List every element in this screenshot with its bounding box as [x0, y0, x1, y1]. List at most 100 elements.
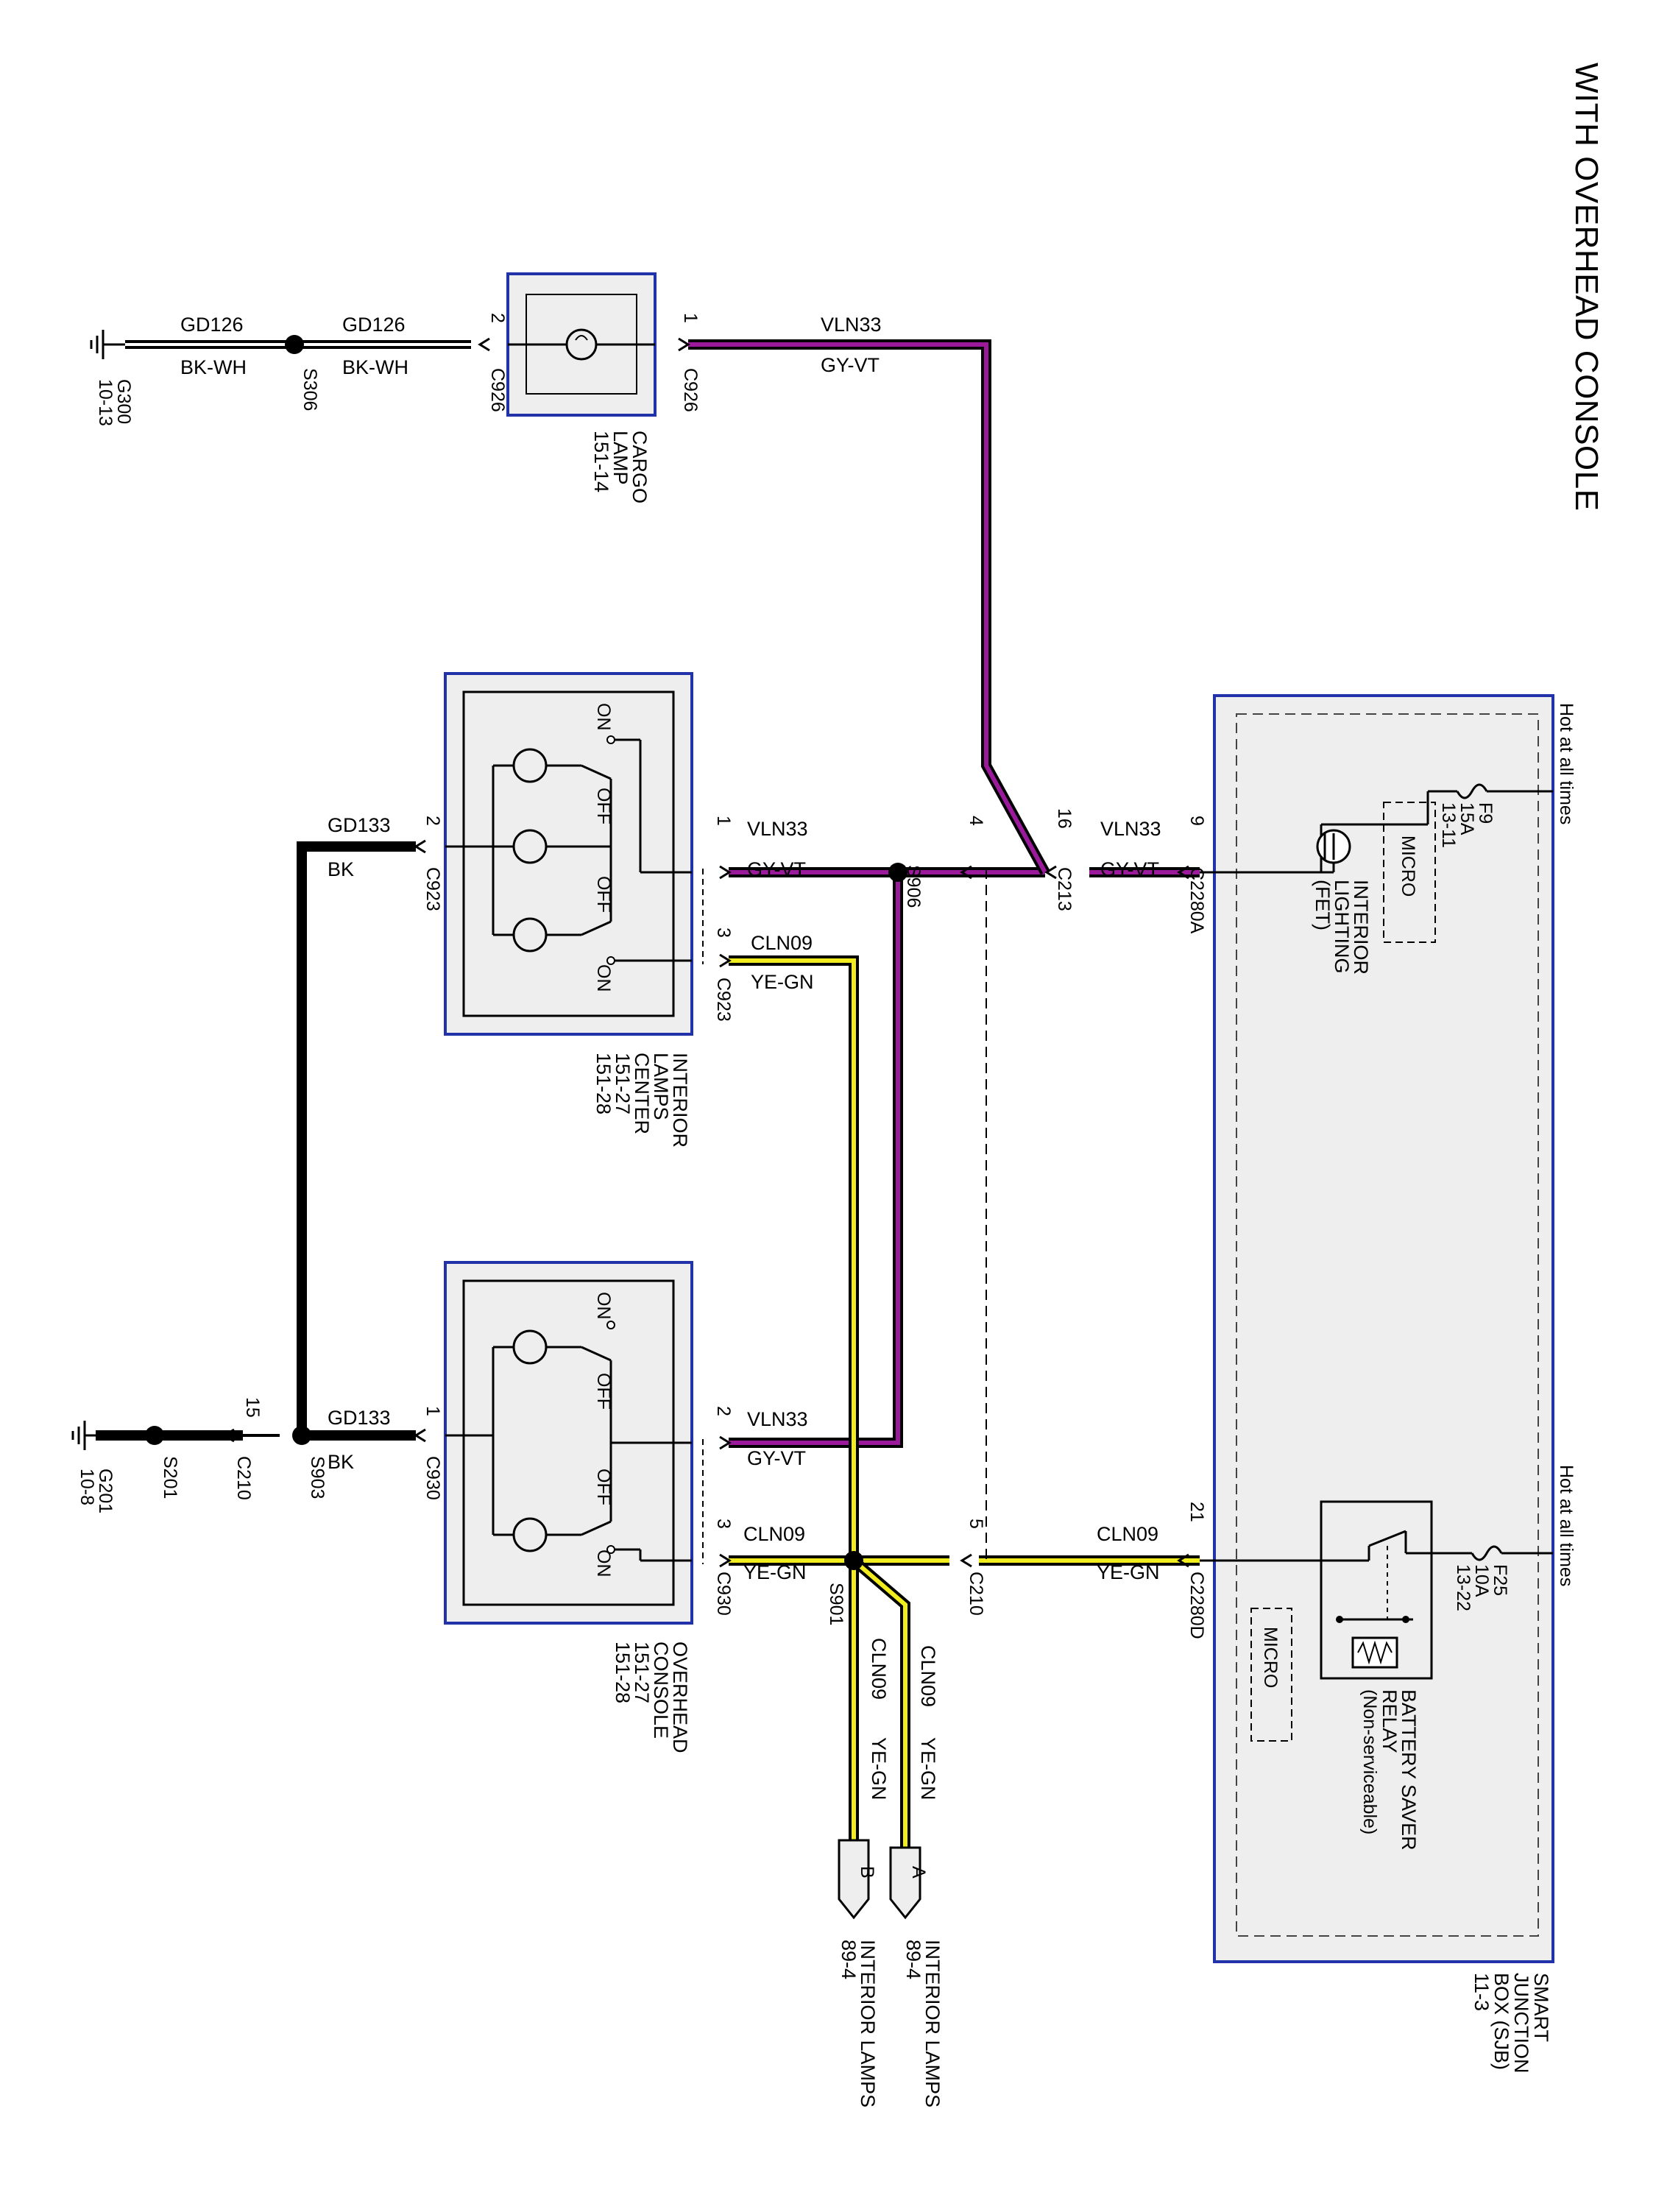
- fuse-f25-label-3: 13-22: [1453, 1564, 1473, 1611]
- wire-label: BK: [328, 1451, 354, 1473]
- connector-label: C926: [680, 368, 701, 412]
- pin-number: 16: [1054, 808, 1075, 829]
- overhead-console-label-1: OVERHEAD: [669, 1642, 691, 1753]
- pin-number: 21: [1186, 1502, 1207, 1522]
- center-lamps-label-1: INTERIOR: [669, 1053, 691, 1148]
- connector-label: C930: [422, 1456, 443, 1500]
- splice-s901: [844, 1551, 863, 1570]
- connector-b: [838, 1839, 870, 1920]
- switch-off-label: OFF: [593, 1469, 614, 1505]
- wire-label: GY-VT: [1100, 858, 1159, 880]
- pin-number: 3: [713, 1519, 734, 1529]
- interior-lamps-center: [444, 672, 693, 1036]
- pin-number: 5: [966, 1519, 986, 1529]
- sjb-label-3: BOX (SJB): [1490, 1973, 1512, 2070]
- center-lamps-label-2: LAMPS: [650, 1053, 672, 1120]
- wire-label: BK: [328, 858, 354, 880]
- connector-label: C2280A: [1186, 867, 1207, 934]
- splice-label: S201: [160, 1456, 180, 1499]
- switch-off-label: OFF: [593, 876, 614, 913]
- connector-b-label-2: 89-4: [838, 1940, 860, 1979]
- ground-g300-symbol: [90, 330, 125, 359]
- connector-a-label-2: 89-4: [902, 1940, 924, 1979]
- splice-s906: [888, 863, 907, 882]
- overhead-console-label-3: 151-27: [631, 1642, 653, 1703]
- wire-label: GD133: [328, 814, 391, 836]
- micro-label-2: MICRO: [1260, 1627, 1281, 1688]
- switch-on-label: ON: [593, 1550, 614, 1577]
- wire-label: GY-VT: [747, 1447, 806, 1469]
- cargo-lamp: [506, 272, 657, 417]
- switch-off-label: OFF: [593, 1373, 614, 1410]
- connector-label: C210: [233, 1456, 254, 1500]
- connector-a: [889, 1846, 921, 1920]
- wire-label: YE-GN: [743, 1561, 807, 1583]
- pin-number: 2: [422, 816, 443, 826]
- wire-vln33: [688, 339, 1200, 1448]
- wire-label: CLN09: [751, 932, 813, 954]
- overhead-console-label-2: CONSOLE: [650, 1642, 672, 1739]
- switch-off-label: OFF: [593, 788, 614, 824]
- connector-b-label-1: INTERIOR LAMPS: [857, 1940, 879, 2107]
- splice-label: S906: [903, 865, 924, 908]
- smart-junction-box: [1200, 694, 1554, 1963]
- splice-s201: [145, 1426, 164, 1445]
- ground-g300-label-2: 10-13: [95, 379, 116, 426]
- wire-label: YE-GN: [917, 1737, 939, 1801]
- ground-g201-label-2: 10-8: [77, 1469, 97, 1505]
- wire-label: GD126: [180, 314, 244, 336]
- pin-number: 1: [713, 816, 734, 826]
- pin-number: 3: [713, 927, 734, 938]
- micro-label-1: MICRO: [1398, 835, 1418, 897]
- battery-saver-label-1: BATTERY SAVER: [1398, 1689, 1420, 1851]
- fuse-f9-label-1: F9: [1475, 802, 1496, 824]
- wire-gd133: [96, 841, 416, 1441]
- wire-label: YE-GN: [868, 1737, 890, 1801]
- switch-on-label: ON: [593, 964, 614, 992]
- cargo-lamp-label-2: LAMP: [609, 431, 631, 485]
- wire-label: BK-WH: [180, 356, 247, 378]
- ground-g201-label-1: G201: [95, 1469, 116, 1513]
- connector-label: C926: [487, 368, 508, 412]
- wire-label: CLN09: [868, 1638, 890, 1700]
- battery-saver-label-3: (Non-serviceable): [1359, 1689, 1380, 1834]
- center-lamps-label-3: CENTER: [631, 1053, 653, 1134]
- wire-label: GD126: [342, 314, 406, 336]
- wire-label: GD133: [328, 1407, 391, 1429]
- pin-number: 9: [1186, 816, 1207, 826]
- wire-label: CLN09: [917, 1645, 939, 1707]
- fuse-f9-label-3: 13-11: [1438, 802, 1459, 848]
- splice-label: S903: [307, 1456, 328, 1499]
- wire-label: VLN33: [821, 314, 882, 336]
- wire-label: YE-GN: [1097, 1561, 1160, 1583]
- wire-cln09: [729, 955, 1200, 1848]
- pin-number: 15: [242, 1397, 263, 1418]
- wire-label: CLN09: [743, 1523, 805, 1545]
- splice-s306: [285, 335, 304, 354]
- fet-symbol: [1316, 829, 1351, 864]
- sjb-label-2: JUNCTION: [1510, 1973, 1532, 2074]
- hot-at-all-times-1: Hot at all times: [1556, 703, 1577, 824]
- interior-lighting-label-1: INTERIOR: [1350, 880, 1372, 975]
- center-lamps-label-5: 151-28: [592, 1053, 615, 1114]
- connector-label: C213: [1054, 867, 1075, 911]
- wire-label: VLN33: [747, 818, 808, 840]
- interior-lighting-label-3: (FET): [1312, 880, 1334, 930]
- switch-on-label: ON: [593, 703, 614, 731]
- splice-label: S306: [300, 368, 320, 411]
- diagram-title: WITH OVERHEAD CONSOLE: [1568, 63, 1604, 512]
- splice-label: S901: [826, 1583, 846, 1625]
- battery-saver-relay: [1320, 1500, 1443, 1680]
- connector-a-label-1: INTERIOR LAMPS: [921, 1940, 944, 2107]
- interior-lighting-label-2: LIGHTING: [1331, 880, 1353, 974]
- sjb-label-4: 11-3: [1471, 1973, 1493, 2011]
- fuse-f9-label-2: 15A: [1457, 802, 1477, 835]
- fuse-f25-label-1: F25: [1490, 1564, 1510, 1596]
- connector-label: C210: [966, 1572, 986, 1616]
- connector-label: C923: [713, 978, 734, 1022]
- connector-a-letter: A: [908, 1866, 929, 1879]
- ground-g201-symbol: [71, 1421, 96, 1450]
- connector-b-letter: B: [857, 1866, 877, 1879]
